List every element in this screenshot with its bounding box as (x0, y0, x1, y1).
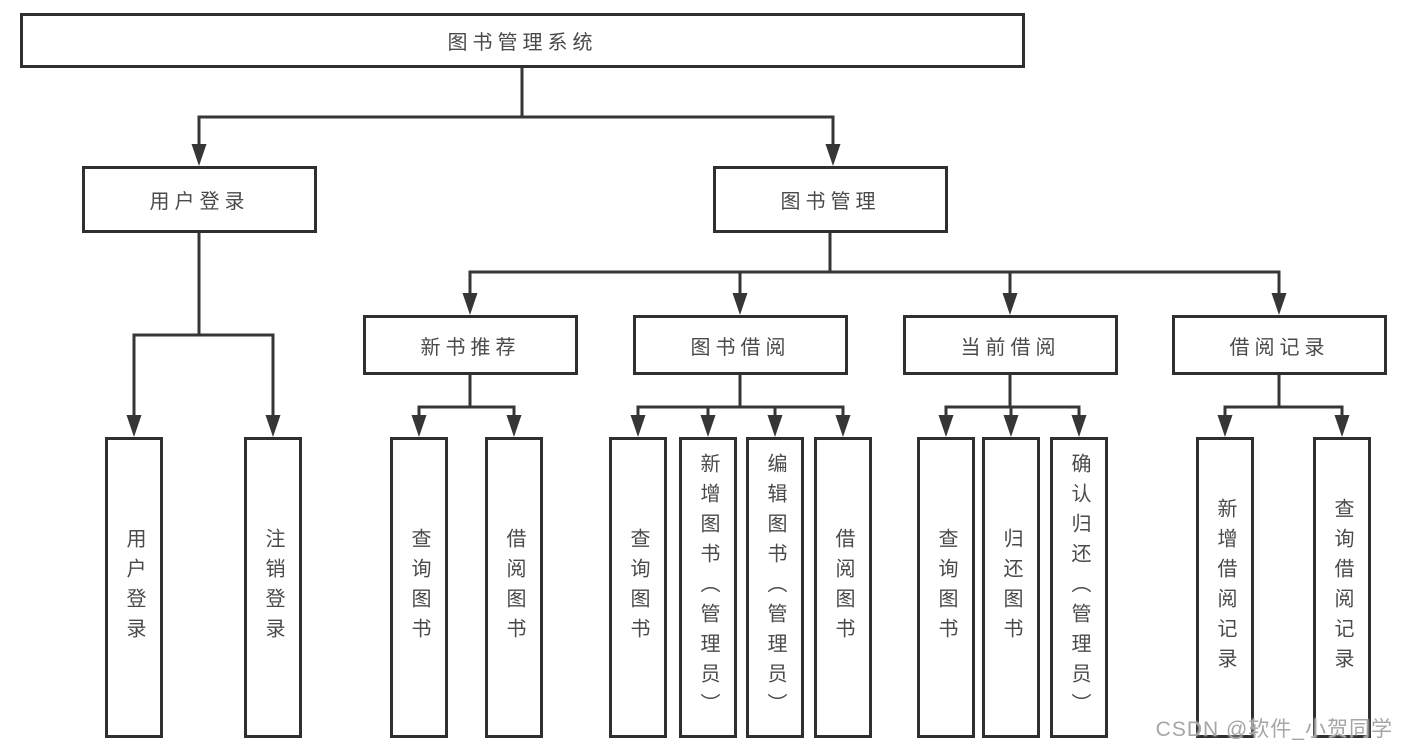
leaf-return-books: 归还图书 (982, 437, 1040, 738)
node-book-management: 图书管理 (713, 166, 948, 233)
leaf-query-books-current: 查询图书 (917, 437, 975, 738)
leaf-query-books-recommend: 查询图书 (390, 437, 448, 738)
node-root-system: 图书管理系统 (20, 13, 1025, 68)
leaf-borrow-books-recommend: 借阅图书 (485, 437, 543, 738)
leaf-add-borrow-record: 新增借阅记录 (1196, 437, 1254, 738)
leaf-query-books-borrowing: 查询图书 (609, 437, 667, 738)
csdn-watermark: CSDN @软件_小贺同学 (1155, 718, 1393, 741)
node-current-borrowing: 当前借阅 (903, 315, 1118, 375)
leaf-edit-book-admin: 编辑图书（管理员） (746, 437, 804, 738)
leaf-confirm-return-admin: 确认归还（管理员） (1050, 437, 1108, 738)
leaf-borrow-books-borrowing: 借阅图书 (814, 437, 872, 738)
node-new-book-recommendation: 新书推荐 (363, 315, 578, 375)
leaf-query-borrow-record: 查询借阅记录 (1313, 437, 1371, 738)
node-user-login: 用户登录 (82, 166, 317, 233)
leaf-logout: 注销登录 (244, 437, 302, 738)
node-book-borrowing: 图书借阅 (633, 315, 848, 375)
leaf-add-book-admin: 新增图书（管理员） (679, 437, 737, 738)
leaf-user-login: 用户登录 (105, 437, 163, 738)
node-borrowing-records: 借阅记录 (1172, 315, 1387, 375)
